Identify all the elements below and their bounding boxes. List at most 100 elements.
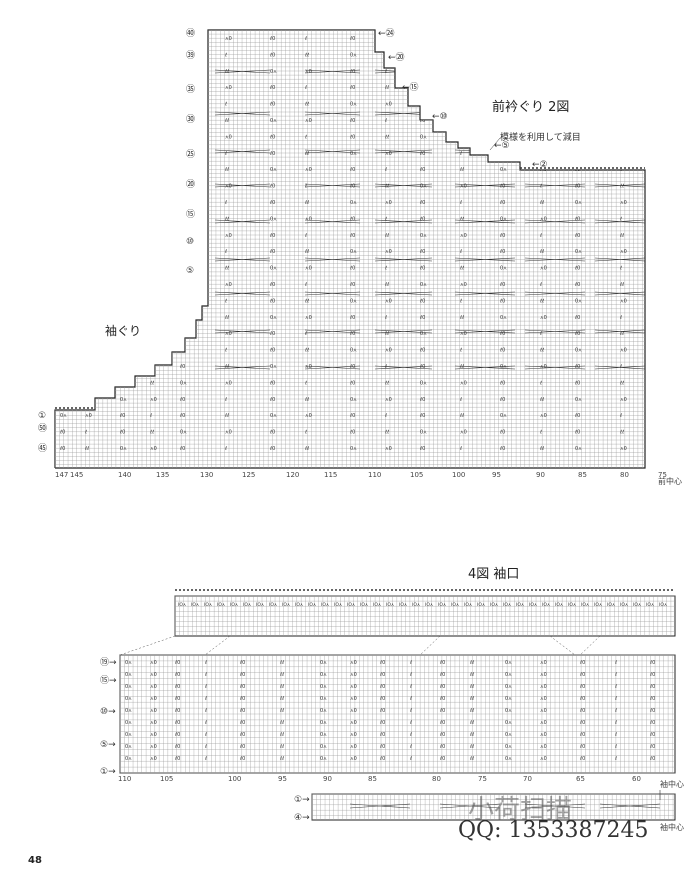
svg-text:⋏0: ⋏0 <box>540 756 547 762</box>
svg-text:ℓ0: ℓ0 <box>579 732 585 738</box>
svg-text:⋏0: ⋏0 <box>540 118 547 124</box>
svg-text:⋏0: ⋏0 <box>150 397 157 403</box>
svg-text:0⋏: 0⋏ <box>120 249 127 255</box>
svg-text:⋏0: ⋏0 <box>225 430 232 436</box>
svg-text:ℓ: ℓ <box>149 413 152 419</box>
svg-text:⋏0: ⋏0 <box>350 756 357 762</box>
svg-text:ℓ: ℓ <box>619 69 622 75</box>
svg-text:ℓℓ: ℓℓ <box>539 151 544 157</box>
chart2-tick: 110 <box>118 775 132 783</box>
svg-text:ℓ0: ℓ0 <box>419 266 425 272</box>
svg-text:ℓℓ: ℓℓ <box>224 315 229 321</box>
svg-text:0⋏: 0⋏ <box>350 200 357 206</box>
svg-text:⋏0: ⋏0 <box>150 672 157 678</box>
svg-text:ℓ0: ℓ0 <box>179 118 185 124</box>
svg-text:ⅠO⋏: ⅠO⋏ <box>607 602 616 608</box>
svg-text:0⋏: 0⋏ <box>500 69 507 75</box>
svg-text:⋏0: ⋏0 <box>460 134 467 140</box>
svg-text:⋏0: ⋏0 <box>225 282 232 288</box>
svg-text:0⋏: 0⋏ <box>575 249 582 255</box>
svg-text:ℓℓ: ℓℓ <box>469 708 474 714</box>
chart1-row-marker-right: ←⑩ <box>432 112 448 122</box>
svg-text:ℓ0: ℓ0 <box>59 430 65 436</box>
svg-text:ℓ: ℓ <box>149 266 152 272</box>
svg-text:ℓ0: ℓ0 <box>379 732 385 738</box>
svg-text:ⅠO⋏: ⅠO⋏ <box>438 602 447 608</box>
chart1-tick: 130 <box>200 471 214 479</box>
svg-text:ℓ0: ℓ0 <box>649 732 655 738</box>
svg-text:⋏0: ⋏0 <box>540 69 547 75</box>
svg-text:0⋏: 0⋏ <box>505 696 512 702</box>
svg-text:ℓ0: ℓ0 <box>269 380 275 386</box>
chart1-row-marker: ⑮ <box>186 210 196 220</box>
chart1-row-marker-right: ←⑮ <box>402 83 419 93</box>
svg-text:ⅠO⋏: ⅠO⋏ <box>230 602 239 608</box>
chart1-tick: 135 <box>156 471 170 479</box>
svg-text:ℓ: ℓ <box>149 167 152 173</box>
svg-text:⋏0: ⋏0 <box>540 216 547 222</box>
svg-text:⋏0: ⋏0 <box>150 446 157 452</box>
svg-text:0⋏: 0⋏ <box>420 36 427 42</box>
chart1-row-marker: ㊴ <box>186 51 196 61</box>
svg-text:ℓℓ: ℓℓ <box>469 720 474 726</box>
chart1-row-marker-right: ←⑳ <box>388 53 405 63</box>
svg-text:ℓ0: ℓ0 <box>59 134 65 140</box>
svg-text:ℓ0: ℓ0 <box>179 364 185 370</box>
svg-text:ℓ0: ℓ0 <box>349 315 355 321</box>
svg-text:ℓ0: ℓ0 <box>269 249 275 255</box>
svg-text:ℓ0: ℓ0 <box>119 134 125 140</box>
svg-text:ℓ: ℓ <box>224 397 227 403</box>
svg-text:⋏0: ⋏0 <box>350 684 357 690</box>
svg-text:ℓ: ℓ <box>304 36 307 42</box>
svg-text:ℓ: ℓ <box>84 380 87 386</box>
svg-text:ℓ0: ℓ0 <box>174 720 180 726</box>
svg-text:0⋏: 0⋏ <box>505 744 512 750</box>
svg-text:⋏0: ⋏0 <box>150 298 157 304</box>
chart1-tick: 120 <box>286 471 300 479</box>
svg-text:ℓ0: ℓ0 <box>379 672 385 678</box>
svg-text:ℓ0: ℓ0 <box>499 36 505 42</box>
svg-text:ℓℓ: ℓℓ <box>149 36 154 42</box>
svg-text:ℓ0: ℓ0 <box>119 430 125 436</box>
svg-text:0⋏: 0⋏ <box>350 348 357 354</box>
svg-text:ℓ0: ℓ0 <box>439 708 445 714</box>
svg-text:ℓ0: ℓ0 <box>574 85 580 91</box>
svg-text:ℓ: ℓ <box>409 756 412 762</box>
svg-text:⋏0: ⋏0 <box>225 134 232 140</box>
svg-text:ℓ0: ℓ0 <box>179 216 185 222</box>
svg-text:ℓℓ: ℓℓ <box>384 282 389 288</box>
svg-text:0⋏: 0⋏ <box>180 282 187 288</box>
svg-text:ℓ0: ℓ0 <box>499 380 505 386</box>
svg-text:ℓ: ℓ <box>459 446 462 452</box>
svg-text:ℓ: ℓ <box>614 696 617 702</box>
svg-text:ℓ: ℓ <box>204 732 207 738</box>
watermark-qq: QQ: 1353387245 <box>458 818 649 843</box>
svg-text:ℓ0: ℓ0 <box>239 672 245 678</box>
svg-text:ℓ: ℓ <box>204 720 207 726</box>
svg-text:ℓℓ: ℓℓ <box>84 348 89 354</box>
svg-text:ℓ0: ℓ0 <box>419 167 425 173</box>
strip-row-marker: ④→ <box>294 813 310 823</box>
svg-text:ℓ0: ℓ0 <box>439 672 445 678</box>
svg-text:ℓ0: ℓ0 <box>579 696 585 702</box>
strip-center-label: 袖中心 <box>660 823 684 832</box>
svg-text:ℓℓ: ℓℓ <box>539 249 544 255</box>
svg-text:⋏0: ⋏0 <box>305 364 312 370</box>
svg-text:⋏0: ⋏0 <box>350 696 357 702</box>
svg-text:ℓ: ℓ <box>409 708 412 714</box>
svg-text:ℓ0: ℓ0 <box>349 282 355 288</box>
svg-text:⋏0: ⋏0 <box>620 200 627 206</box>
svg-text:ℓ: ℓ <box>149 69 152 75</box>
svg-text:ℓ0: ℓ0 <box>574 36 580 42</box>
chart2-tick: 75 <box>478 775 487 783</box>
svg-text:ℓ0: ℓ0 <box>179 446 185 452</box>
svg-text:ℓ0: ℓ0 <box>379 744 385 750</box>
svg-text:ℓ0: ℓ0 <box>179 298 185 304</box>
svg-text:0⋏: 0⋏ <box>180 134 187 140</box>
svg-text:0⋏: 0⋏ <box>420 282 427 288</box>
svg-text:ℓ0: ℓ0 <box>119 282 125 288</box>
svg-text:ℓℓ: ℓℓ <box>304 102 309 108</box>
svg-text:ℓℓ: ℓℓ <box>149 430 154 436</box>
svg-text:ℓ0: ℓ0 <box>349 430 355 436</box>
svg-text:ℓ0: ℓ0 <box>59 348 65 354</box>
